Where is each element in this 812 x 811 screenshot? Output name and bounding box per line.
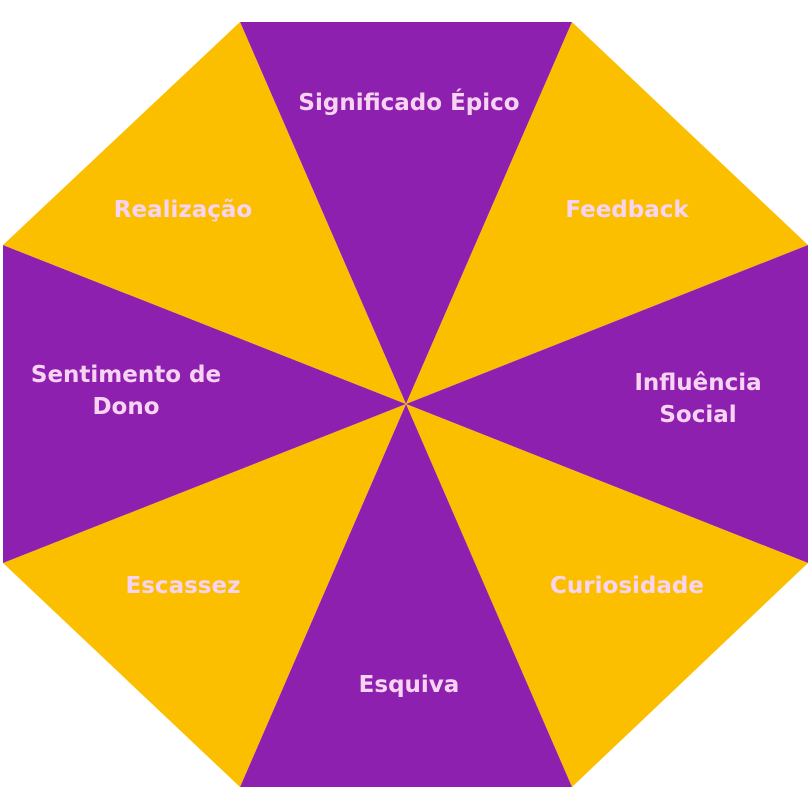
segment-bottom-left: [3, 404, 406, 787]
segment-label-top: Significado Épico: [298, 88, 519, 116]
segment-label-left: Sentimento de Dono: [31, 362, 221, 420]
segment-label-line: Escassez: [126, 573, 241, 599]
segment-label-bottom-right: Curiosidade: [550, 573, 704, 599]
segment-label-bottom-left: Escassez: [126, 573, 241, 599]
segment-label-line: Dono: [92, 394, 159, 420]
segment-label-bottom: Esquiva: [359, 672, 460, 698]
segment-label-top-right: Feedback: [565, 197, 689, 223]
segment-label-line: Sentimento de: [31, 362, 221, 388]
segment-top-left: [3, 22, 406, 404]
segment-top: [240, 22, 572, 404]
segment-label-line: Social: [659, 402, 736, 428]
segment-label-line: Curiosidade: [550, 573, 704, 599]
segment-label-line: Influência: [634, 370, 761, 396]
segment-label-line: Esquiva: [359, 672, 460, 698]
segment-label-line: Significado Épico: [298, 88, 519, 116]
segment-label-line: Realização: [114, 197, 252, 223]
segment-bottom: [240, 404, 572, 787]
segment-bottom-right: [406, 404, 808, 787]
segment-left: [3, 245, 406, 563]
segment-right: [406, 245, 808, 563]
segment-label-top-left: Realização: [114, 197, 252, 223]
segment-label-line: Feedback: [565, 197, 689, 223]
segment-top-right: [406, 22, 808, 404]
